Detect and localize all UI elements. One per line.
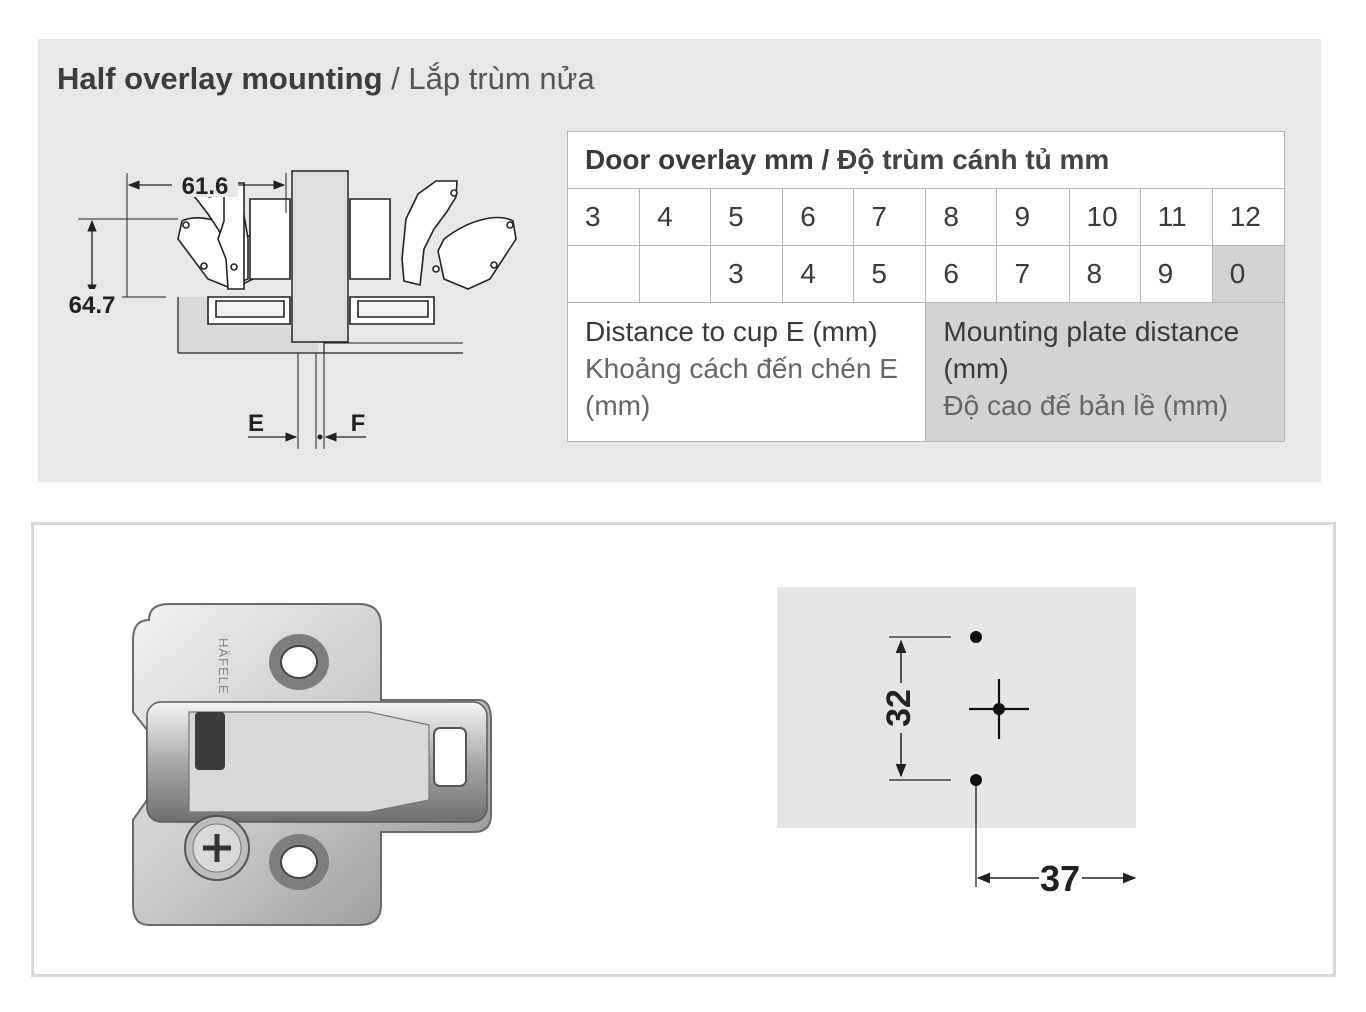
overlay-cell: 8 <box>925 188 998 246</box>
e-dimension-label: E <box>248 410 264 437</box>
plate-label-vietnamese: Độ cao đế bản lề (mm) <box>943 390 1229 421</box>
half-overlay-panel: Half overlay mounting / Lắp trùm nửa <box>38 39 1321 482</box>
plate-label-cell: Mounting plate distance (mm) Độ cao đế b… <box>925 302 1285 442</box>
distance-label-english: Distance to cup E (mm) <box>585 316 878 347</box>
center-point <box>993 703 1005 715</box>
door-overlay-table: Door overlay mm / Độ trùm cánh tủ mm 3 4… <box>566 131 1286 442</box>
horizontal-spacing-label: 37 <box>1040 858 1080 899</box>
header-vietnamese: Độ trùm cánh tủ mm <box>837 144 1110 175</box>
overlay-cell: 4 <box>639 188 712 246</box>
hinge-mounting-diagram: 61.6 64.7 E F <box>62 169 517 449</box>
overlay-cell: 10 <box>1068 188 1141 246</box>
height-dimension-label: 64.7 <box>69 292 116 319</box>
distance-values-row: 3 4 5 6 7 8 9 0 <box>566 245 1286 303</box>
door-panel <box>291 170 349 343</box>
overlay-cell: 9 <box>996 188 1070 246</box>
plate-label-english: Mounting plate distance (mm) <box>943 316 1240 384</box>
overlay-cell: 6 <box>782 188 855 246</box>
distance-cell: 7 <box>996 245 1070 303</box>
overlay-cell: 11 <box>1139 188 1213 246</box>
distance-cell: 4 <box>782 245 855 303</box>
distance-cell: 9 <box>1139 245 1213 303</box>
mounting-plate-image: HÄFELE <box>132 603 492 926</box>
distance-label-vietnamese: Khoảng cách đến chén E (mm) <box>585 353 898 421</box>
overlay-cell: 3 <box>566 188 641 246</box>
screw-hole-bottom <box>970 774 982 786</box>
distance-label-cell: Distance to cup E (mm) Khoảng cách đến c… <box>566 302 927 442</box>
overlay-cell: 5 <box>710 188 784 246</box>
cabinet-side-area <box>777 587 1136 828</box>
distance-cell: 8 <box>1068 245 1141 303</box>
screw-hole-top <box>970 631 982 643</box>
distance-cell: 6 <box>925 245 998 303</box>
title-vietnamese: / Lắp trùm nửa <box>382 61 595 96</box>
vertical-spacing-label: 32 <box>880 689 918 727</box>
distance-cell: 5 <box>853 245 927 303</box>
width-dimension-label: 61.6 <box>182 173 229 200</box>
f-dimension-label: F <box>351 410 366 437</box>
brand-stamp: HÄFELE <box>216 638 231 695</box>
panel-title: Half overlay mounting / Lắp trùm nửa <box>57 61 595 97</box>
mounting-plate-cell: 0 <box>1211 245 1286 303</box>
table-header: Door overlay mm / Độ trùm cánh tủ mm <box>567 131 1285 189</box>
header-separator: / <box>813 144 838 175</box>
mounting-plate-panel: HÄFELE 32 37 <box>31 522 1336 977</box>
label-row: Distance to cup E (mm) Khoảng cách đến c… <box>566 302 1285 442</box>
right-hinge <box>349 180 517 325</box>
header-english: Door overlay mm <box>585 144 814 175</box>
distance-cell <box>566 245 641 303</box>
drilling-pattern-diagram: 32 37 <box>777 587 1137 899</box>
overlay-cell: 12 <box>1211 188 1286 246</box>
distance-cell <box>639 245 712 303</box>
table-header-row: Door overlay mm / Độ trùm cánh tủ mm <box>567 131 1285 189</box>
distance-cell: 3 <box>710 245 784 303</box>
overlay-values-row: 3 4 5 6 7 8 9 10 11 12 <box>566 188 1286 246</box>
title-english: Half overlay mounting <box>57 61 383 96</box>
overlay-cell: 7 <box>853 188 927 246</box>
